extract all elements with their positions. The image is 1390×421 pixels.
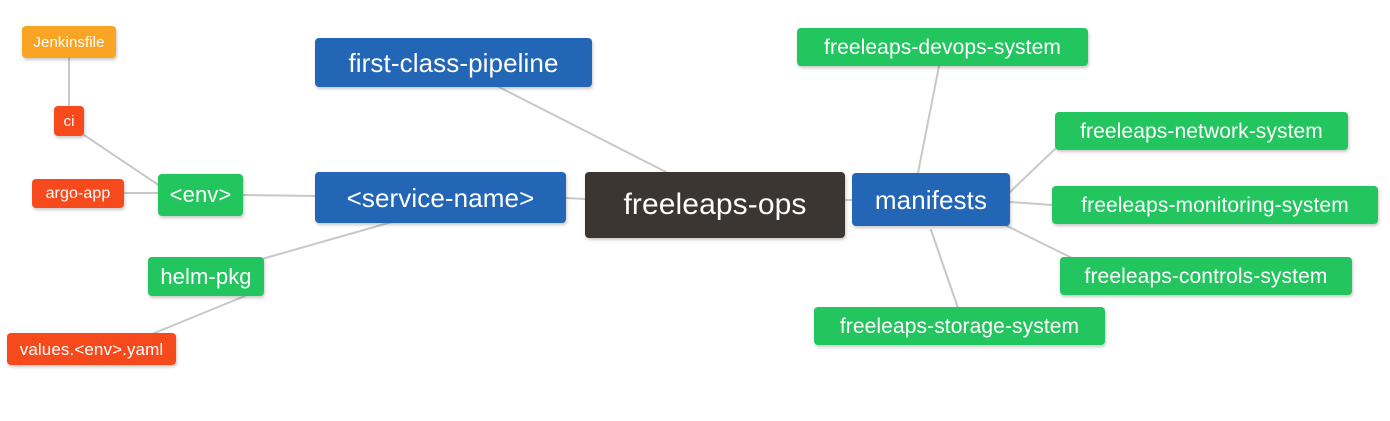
node-label: freeleaps-ops — [623, 188, 807, 221]
node-label: values.<env>.yaml — [19, 339, 164, 359]
node-label: ci — [63, 112, 75, 130]
node-first-class-pipeline[interactable]: first-class-pipeline — [315, 38, 592, 87]
node-freeleaps-network-system[interactable]: freeleaps-network-system — [1055, 112, 1348, 150]
node-freeleaps-storage-system[interactable]: freeleaps-storage-system — [814, 307, 1105, 345]
edge-manifests-monitoring — [1009, 201, 1053, 206]
edge-pipeline-root — [498, 86, 667, 173]
edge-manifests-storage — [930, 229, 959, 309]
edge-helmpkg-servicename — [261, 221, 393, 260]
node-freeleaps-controls-system[interactable]: freeleaps-controls-system — [1060, 257, 1352, 295]
node-label: helm-pkg — [160, 263, 252, 289]
edge-env-servicename — [242, 194, 316, 197]
node-label: manifests — [874, 184, 988, 215]
node-jenkinsfile[interactable]: Jenkinsfile — [22, 26, 116, 58]
node-manifests[interactable]: manifests — [852, 173, 1010, 226]
edge-servicename-root — [565, 197, 587, 200]
node-label: freeleaps-storage-system — [839, 314, 1080, 338]
node-freeleaps-ops[interactable]: freeleaps-ops — [585, 172, 845, 238]
edge-manifests-controls — [1006, 225, 1073, 259]
node-label: freeleaps-monitoring-system — [1081, 193, 1349, 217]
node-label: freeleaps-network-system — [1080, 119, 1323, 143]
node-env[interactable]: <env> — [158, 174, 243, 216]
edge-manifests-devops — [917, 65, 940, 174]
node-label: argo-app — [45, 184, 111, 202]
node-freeleaps-devops-system[interactable]: freeleaps-devops-system — [797, 28, 1088, 66]
edge-manifests-network — [1009, 148, 1056, 193]
node-helm-pkg[interactable]: helm-pkg — [148, 257, 264, 296]
node-label: <env> — [169, 182, 232, 207]
node-service-name[interactable]: <service-name> — [315, 172, 566, 223]
node-label: freeleaps-controls-system — [1084, 264, 1328, 288]
node-label: <service-name> — [346, 182, 535, 213]
node-freeleaps-monitoring-system[interactable]: freeleaps-monitoring-system — [1052, 186, 1378, 224]
node-label: Jenkinsfile — [33, 33, 105, 51]
edge-valuesyaml-helmpkg — [151, 295, 246, 335]
node-ci[interactable]: ci — [54, 106, 84, 136]
node-values-env-yaml[interactable]: values.<env>.yaml — [7, 333, 176, 365]
node-label: freeleaps-devops-system — [824, 35, 1061, 59]
node-label: first-class-pipeline — [348, 47, 559, 78]
node-argo-app[interactable]: argo-app — [32, 179, 124, 208]
